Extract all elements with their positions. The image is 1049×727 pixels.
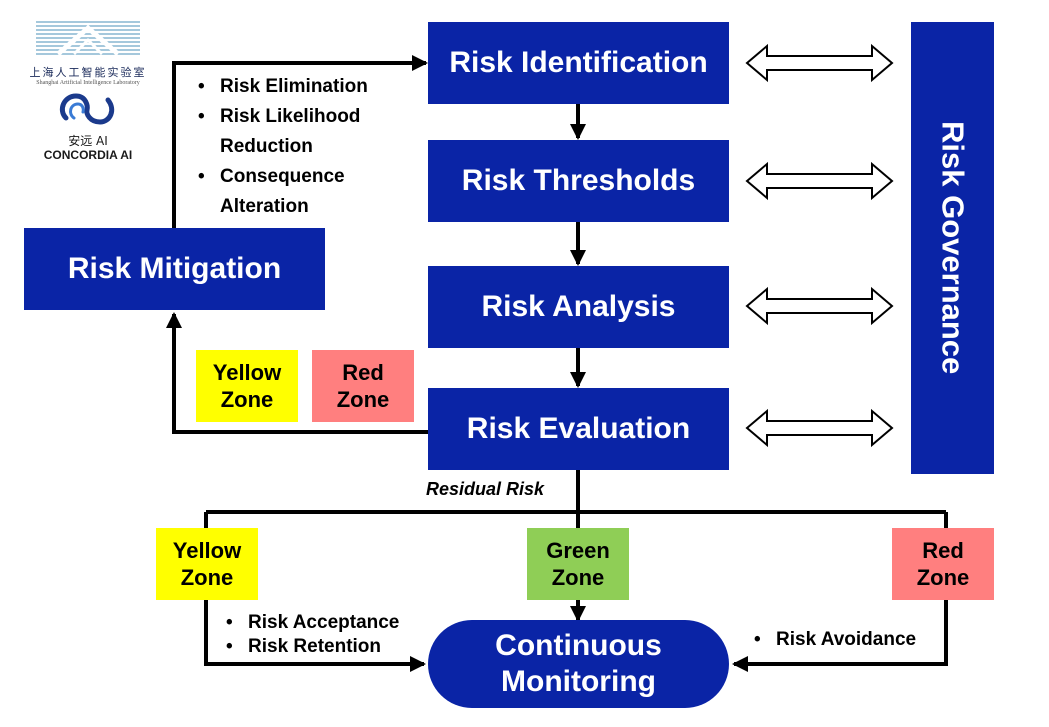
mitigation-option: Risk Elimination (196, 72, 406, 102)
avoidance-option: Risk Avoidance (752, 628, 942, 652)
acceptance-options-list: Risk Acceptance Risk Retention (224, 611, 434, 659)
lab-logo-cn-text: 上海人工智能实验室 (29, 66, 147, 79)
risk-governance-box: Risk Governance (911, 22, 994, 474)
lower-red-zone-label: Red Zone (916, 538, 970, 590)
governance-link-arrows (745, 43, 894, 448)
avoidance-options-list: Risk Avoidance (752, 628, 942, 652)
risk-identification-box: Risk Identification (428, 22, 729, 104)
lab-logo-en-text: Shanghai Artificial Intelligence Laborat… (36, 80, 140, 86)
concordia-logo-icon (59, 93, 115, 125)
shanghai-ai-lab-logo-icon (36, 21, 140, 56)
continuous-monitoring-box: Continuous Monitoring (428, 620, 729, 708)
governance-arrow-2 (745, 161, 894, 201)
upper-red-zone: Red Zone (312, 350, 414, 422)
governance-arrow-4 (745, 408, 894, 448)
governance-arrow-1 (745, 43, 894, 83)
risk-thresholds-box: Risk Thresholds (428, 140, 729, 222)
acceptance-option: Risk Acceptance (224, 611, 434, 635)
risk-mitigation-box: Risk Mitigation (24, 228, 325, 310)
upper-yellow-zone-label: Yellow Zone (212, 360, 282, 412)
upper-yellow-zone: Yellow Zone (196, 350, 298, 422)
arrow-evaluation-to-mitigation (166, 312, 430, 434)
mitigation-options-list: Risk Elimination Risk Likelihood Reducti… (196, 72, 406, 222)
mitigation-option: Consequence Alteration (196, 162, 406, 222)
upper-red-zone-label: Red Zone (336, 360, 390, 412)
risk-governance-label: Risk Governance (935, 121, 971, 375)
lower-green-zone: Green Zone (527, 528, 629, 600)
lower-yellow-zone: Yellow Zone (156, 528, 258, 600)
governance-arrow-3 (745, 286, 894, 326)
acceptance-option: Risk Retention (224, 635, 434, 659)
lower-green-zone-label: Green Zone (546, 538, 610, 590)
residual-risk-label: Residual Risk (426, 479, 545, 499)
risk-analysis-box: Risk Analysis (428, 266, 729, 348)
lower-yellow-zone-label: Yellow Zone (172, 538, 242, 590)
lower-red-zone: Red Zone (892, 528, 994, 600)
concordia-logo-en-text: CONCORDIA AI (43, 148, 133, 162)
arrow-mitigation-to-identification (172, 55, 428, 228)
risk-evaluation-box: Risk Evaluation (428, 388, 729, 470)
mitigation-option: Risk Likelihood Reduction (196, 102, 406, 162)
concordia-logo-cn-text: 安远 AI (68, 134, 108, 148)
